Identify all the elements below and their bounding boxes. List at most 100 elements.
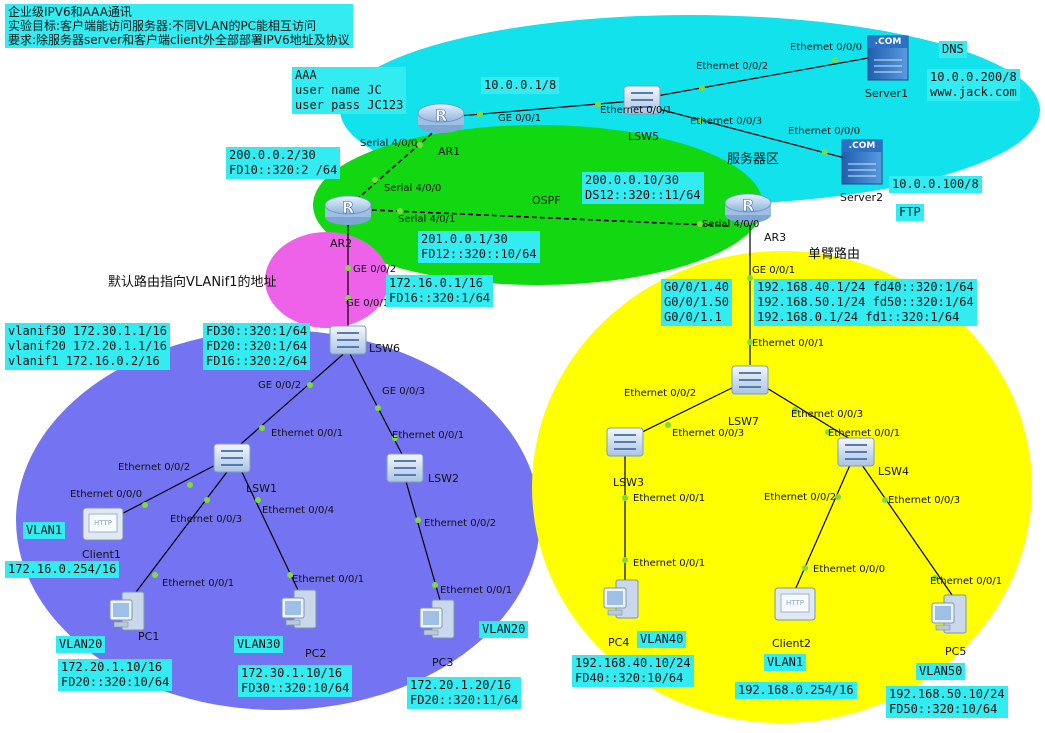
ftp-label: FTP xyxy=(896,204,924,221)
pc3-vlan-label: VLAN20 xyxy=(479,621,529,638)
device-name-pc2: PC2 xyxy=(305,647,326,660)
port-pc4-e001: Ethernet 0/0/1 xyxy=(633,558,705,569)
header-line1: 企业级IPV6和AAA通讯 xyxy=(8,5,132,19)
server2-badge: .COM xyxy=(849,141,876,151)
link-ar2-ar3-serial xyxy=(371,209,729,227)
link-lsw1-client1 xyxy=(109,459,226,521)
pc1-vlan-label: VLAN20 xyxy=(56,636,106,653)
device-name-lsw5: LSW5 xyxy=(628,130,659,143)
port-lsw3-e001: Ethernet 0/0/1 xyxy=(633,493,705,504)
link-lsw6-lsw1 xyxy=(233,349,349,451)
port-ar1-ge001: GE 0/0/1 xyxy=(498,113,541,124)
client2-ip-label: 192.168.0.254/16 xyxy=(735,682,857,699)
port-lsw7-e003: Ethernet 0/0/3 xyxy=(791,409,863,420)
port-lsw7-e001: Ethernet 0/0/1 xyxy=(752,338,824,349)
port-lsw1-e001: Ethernet 0/0/1 xyxy=(271,428,343,439)
device-name-lsw4: LSW4 xyxy=(878,465,909,478)
port-lsw1-e003: Ethernet 0/0/3 xyxy=(170,514,242,525)
pc2-vlan-label: VLAN30 xyxy=(234,636,284,653)
port-lsw1-e002: Ethernet 0/0/2 xyxy=(118,462,190,473)
router-icon-ar2[interactable] xyxy=(324,195,372,226)
port-lsw2-e001: Ethernet 0/0/1 xyxy=(392,430,464,441)
port-ar3-ge001: GE 0/0/1 xyxy=(752,265,795,276)
device-name-client2: Client2 xyxy=(772,637,811,650)
ar1-network-label: 10.0.0.1/8 xyxy=(481,77,560,94)
port-lsw6-ge002: GE 0/0/2 xyxy=(258,380,301,391)
link-lsw7-lsw3 xyxy=(629,384,739,439)
server1-ip-label: 10.0.0.200/8 www.jack.com xyxy=(927,69,1020,101)
dns-label: DNS xyxy=(939,41,967,58)
device-name-pc1: PC1 xyxy=(138,630,159,643)
switch-icon-lsw4[interactable] xyxy=(837,437,875,467)
pc5-ip-label: 192.168.50.10/24 FD50::320:10/64 xyxy=(886,686,1008,718)
port-lsw6-ge003: GE 0/0/3 xyxy=(382,386,425,397)
port-pc2-e001: Ethernet 0/0/1 xyxy=(292,574,364,585)
port-lsw6-ge001: GE 0/0/1 xyxy=(346,298,389,309)
port-ar2-ge002: GE 0/0/2 xyxy=(353,264,396,275)
ar3-subif-ip-label: 192.168.40.1/24 fd40::320:1/64 192.168.5… xyxy=(754,279,977,326)
port-lsw3-e003: Ethernet 0/0/3 xyxy=(672,428,744,439)
port-ar2-serial400: Serial 4/0/0 xyxy=(384,183,441,194)
pc4-vlan-label: VLAN40 xyxy=(637,631,687,648)
port-lsw5-e002: Ethernet 0/0/2 xyxy=(696,61,768,72)
link-lsw2-pc3 xyxy=(404,477,441,601)
port-ar1-serial400: Serial 4/0/0 xyxy=(360,138,417,149)
device-name-lsw7: LSW7 xyxy=(728,415,759,428)
client2-vlan-label: VLAN1 xyxy=(764,654,807,671)
port-server1-e000: Ethernet 0/0/0 xyxy=(790,42,862,53)
router-icon-ar1[interactable] xyxy=(417,103,465,134)
client1-vlan-label: VLAN1 xyxy=(23,522,66,539)
ar2-g002-label: 172.16.0.1/16 FD16::320:1/64 xyxy=(386,275,494,307)
link-lsw5-server1 xyxy=(650,54,886,98)
pc4-ip-label: 192.168.40.10/24 FD40::320:10/64 xyxy=(572,655,694,687)
pc3-ip-label: 172.20.1.20/16 FD20::320:11/64 xyxy=(407,677,522,709)
device-name-lsw6: LSW6 xyxy=(369,342,400,355)
port-client1-e000: Ethernet 0/0/0 xyxy=(70,489,142,500)
switch-icon-lsw7[interactable] xyxy=(731,365,769,395)
port-ar3-serial400: Serial 4/0/0 xyxy=(702,219,759,230)
aaa-label: AAA user name JC user pass JC123 xyxy=(292,67,407,114)
link-lsw6-lsw2 xyxy=(347,349,406,461)
device-name-ar3: AR3 xyxy=(764,231,786,244)
router-on-stick-label: 单臂路由 xyxy=(808,247,861,262)
ar2-ar3-link-label: 201.0.0.1/30 FD12::320::10/64 xyxy=(418,231,540,263)
device-name-lsw3: LSW3 xyxy=(613,476,644,489)
pc1-ip-label: 172.20.1.10/16 FD20::320:10/64 xyxy=(58,659,173,691)
pc2-ip-label: 172.30.1.10/16 FD30::320:10/64 xyxy=(238,665,353,697)
device-name-client1: Client1 xyxy=(82,548,121,561)
port-pc3-e001: Ethernet 0/0/1 xyxy=(440,585,512,596)
device-name-pc3: PC3 xyxy=(432,656,453,669)
default-route-zone xyxy=(265,232,389,328)
header-title: 企业级IPV6和AAA通讯实验目标:客户端能访问服务器:不同VLAN的PC能相互… xyxy=(5,4,353,48)
ar3-subif-label: G0/0/1.40 G0/0/1.50 G0/0/1.1 xyxy=(661,279,733,326)
lsw6-vlanif-label: vlanif30 172.30.1.1/16 vlanif20 172.20.1… xyxy=(5,323,170,370)
port-lsw5-e001: Ethernet 0/0/1 xyxy=(600,105,672,116)
port-pc5-e001: Ethernet 0/0/1 xyxy=(930,576,1002,587)
server1-badge: .COM xyxy=(875,37,902,47)
ospf-label: OSPF xyxy=(532,194,561,207)
device-name-server1: Server1 xyxy=(865,87,908,100)
port-lsw5-e003: Ethernet 0/0/3 xyxy=(690,116,762,127)
port-lsw4-e003: Ethernet 0/0/3 xyxy=(888,495,960,506)
device-name-server2: Server2 xyxy=(840,191,883,204)
port-lsw4-e001: Ethernet 0/0/1 xyxy=(828,428,900,439)
link-lsw1-pc2 xyxy=(239,467,299,591)
server2-ip-label: 10.0.0.100/8 xyxy=(889,176,982,193)
link-lsw1-pc1 xyxy=(129,467,231,601)
port-client2-e000: Ethernet 0/0/0 xyxy=(813,564,885,575)
port-server2-e000: Ethernet 0/0/0 xyxy=(788,126,860,137)
port-lsw1-e004: Ethernet 0/0/4 xyxy=(262,505,334,516)
port-lsw7-e002: Ethernet 0/0/2 xyxy=(624,388,696,399)
switch-icon-lsw2[interactable] xyxy=(386,453,424,483)
client2-badge: HTTP xyxy=(786,599,804,607)
link-lsw7-lsw4 xyxy=(761,384,856,443)
ar3-serial-label: 200.0.0.10/30 DS12::320::11/64 xyxy=(582,172,704,204)
switch-icon-lsw3[interactable] xyxy=(606,427,644,457)
default-route-label: 默认路由指向VLANif1的地址 xyxy=(108,275,277,290)
switch-icon-lsw6[interactable] xyxy=(329,325,367,355)
switch-icon-lsw1[interactable] xyxy=(213,443,251,473)
port-dots xyxy=(142,57,938,588)
port-pc1-e001: Ethernet 0/0/1 xyxy=(162,578,234,589)
device-name-pc4: PC4 xyxy=(608,636,629,649)
